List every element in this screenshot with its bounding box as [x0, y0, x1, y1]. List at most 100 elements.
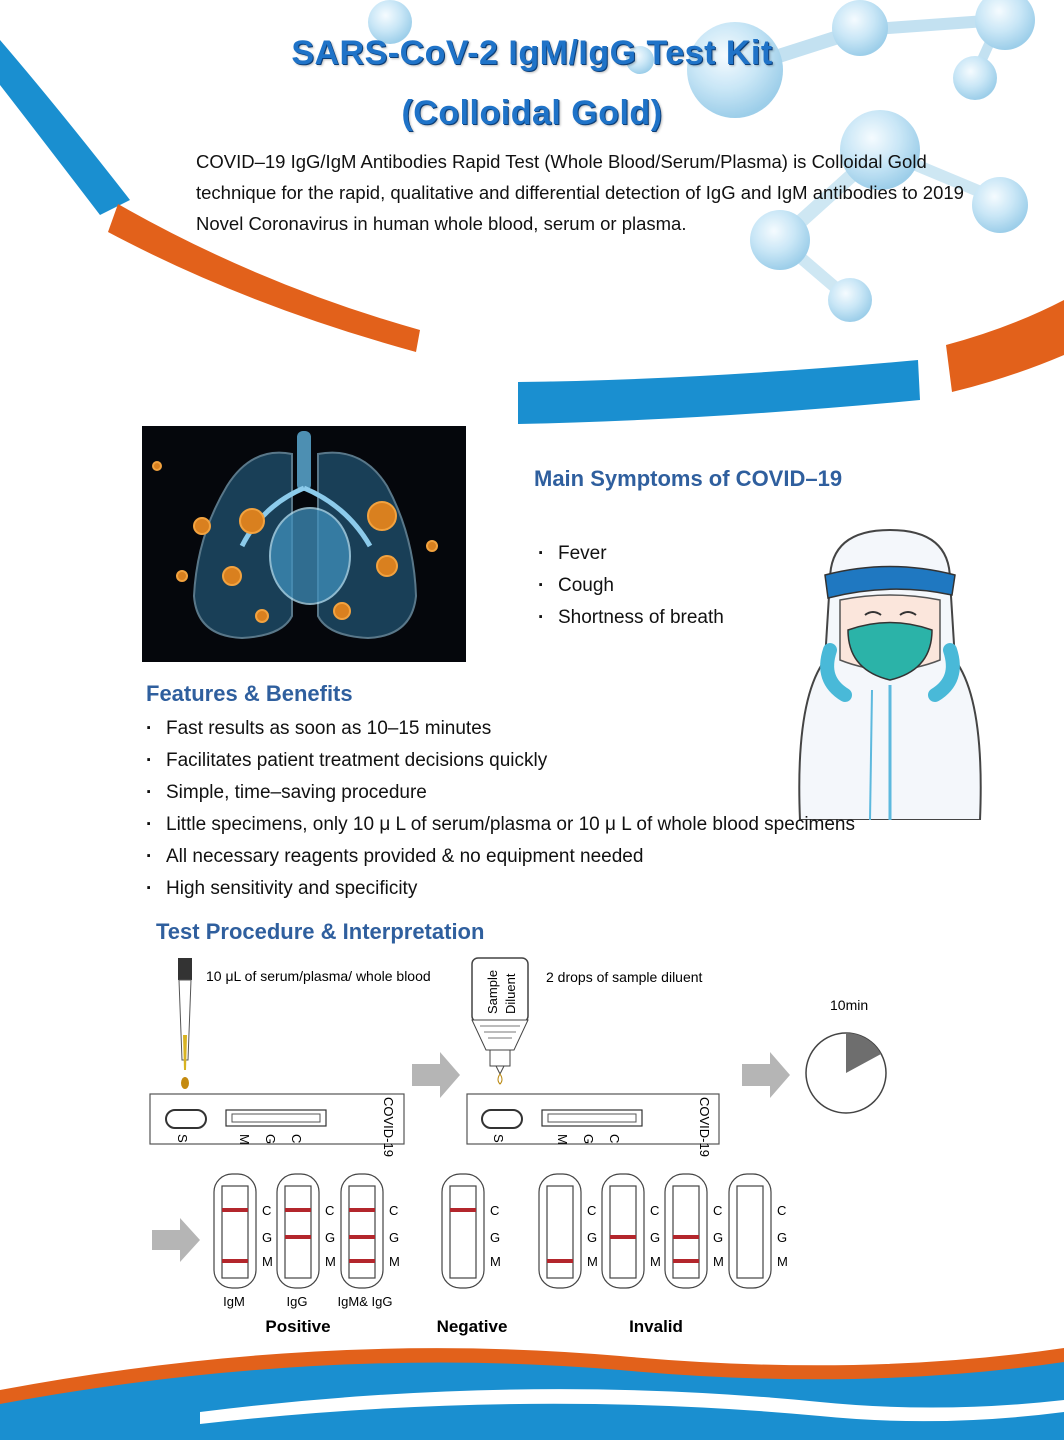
features-heading: Features & Benefits [146, 681, 353, 706]
line-letter: C [777, 1203, 786, 1218]
line-letter: G [325, 1230, 335, 1245]
result-strip: CGM [441, 1173, 501, 1289]
result-strip: CGM [538, 1173, 598, 1289]
procedure-heading: Test Procedure & Interpretation [156, 919, 485, 944]
line-letter: G [490, 1230, 500, 1245]
line-letter: G [777, 1230, 787, 1245]
list-item: ·Little specimens, only 10 μ L of serum/… [146, 814, 856, 835]
dropper-icon [178, 958, 192, 1089]
line-letter: G [713, 1230, 723, 1245]
line-letter: M [713, 1254, 724, 1269]
timer-label: 10min [830, 997, 868, 1013]
test-line [349, 1208, 375, 1212]
line-letter: C [325, 1203, 334, 1218]
step1-caption: 10 μL of serum/plasma/ whole blood [206, 968, 431, 984]
line-letter: M [777, 1254, 788, 1269]
test-line [547, 1259, 573, 1263]
line-letter: C [587, 1203, 596, 1218]
svg-text:M: M [237, 1134, 252, 1145]
svg-text:S: S [491, 1134, 506, 1143]
result-strip: CGM [601, 1173, 661, 1289]
ribbon-blue-left [0, 40, 130, 215]
ribbon-orange-right [946, 300, 1064, 392]
svg-text:G: G [581, 1134, 596, 1144]
list-item: ·Fast results as soon as 10–15 minutes [146, 718, 492, 739]
strip-label: IgG [287, 1294, 308, 1309]
ribbon-bottom-orange [0, 1348, 1064, 1404]
svg-text:S: S [175, 1134, 190, 1143]
doctor-illustration [798, 528, 982, 820]
line-letter: C [650, 1203, 659, 1218]
line-letter: G [262, 1230, 272, 1245]
page-subtitle: (Colloidal Gold) [401, 94, 663, 132]
list-item: ·Facilitates patient treatment decisions… [146, 750, 548, 771]
test-cassette: S M G C COVID-19 [149, 1093, 405, 1157]
svg-text:C: C [607, 1134, 622, 1143]
step2-caption: 2 drops of sample diluent [546, 969, 703, 985]
test-cassette: S M G C COVID-19 [466, 1093, 720, 1157]
list-item: ·All necessary reagents provided & no eq… [146, 846, 644, 867]
symptoms-heading: Main Symptoms of COVID–19 [534, 466, 843, 491]
bottle-label-sample: Sample [485, 970, 500, 1014]
category-positive: Positive [265, 1317, 330, 1336]
test-line [450, 1208, 476, 1212]
lung-virus-image [142, 426, 466, 662]
test-line [222, 1208, 248, 1212]
arrow-icon [152, 1218, 200, 1262]
line-letter: G [650, 1230, 660, 1245]
list-item: ·High sensitivity and specificity [146, 878, 418, 899]
result-strip: CGM IgM& IgG [338, 1173, 400, 1309]
test-line [285, 1235, 311, 1239]
test-line [285, 1208, 311, 1212]
svg-text:C: C [289, 1134, 304, 1143]
strip-label: IgM [223, 1294, 245, 1309]
svg-text:G: G [263, 1134, 278, 1144]
features-list: ·Fast results as soon as 10–15 minutes ·… [146, 713, 855, 905]
svg-text:M: M [555, 1134, 570, 1145]
intro-paragraph: COVID–19 IgG/IgM Antibodies Rapid Test (… [196, 151, 964, 234]
line-letter: M [490, 1254, 501, 1269]
result-strip: CGM [728, 1173, 788, 1289]
test-line [673, 1259, 699, 1263]
procedure-diagram: 10 μL of serum/plasma/ whole blood Sampl… [149, 957, 887, 1336]
line-letter: C [389, 1203, 398, 1218]
category-negative: Negative [437, 1317, 508, 1336]
line-letter: M [650, 1254, 661, 1269]
line-letter: C [262, 1203, 271, 1218]
line-letter: G [587, 1230, 597, 1245]
result-strip: CGM [664, 1173, 724, 1289]
cassette-brand: COVID-19 [697, 1097, 712, 1157]
arrow-icon [742, 1052, 790, 1098]
arrow-icon [412, 1052, 460, 1098]
category-invalid: Invalid [629, 1317, 683, 1336]
timer-icon [805, 1032, 887, 1114]
line-letter: M [587, 1254, 598, 1269]
line-letter: M [325, 1254, 336, 1269]
ribbon-bottom-white [200, 1389, 1064, 1424]
line-letter: C [713, 1203, 722, 1218]
test-line [673, 1235, 699, 1239]
page-title: SARS-CoV-2 IgM/IgG Test Kit [291, 34, 773, 72]
list-item: ·Fever [538, 543, 607, 564]
test-line [349, 1259, 375, 1263]
ribbon-blue-center [518, 360, 920, 424]
list-item: ·Simple, time–saving procedure [146, 782, 427, 803]
result-strip: CGM IgG [276, 1173, 336, 1309]
molecule-graphic [368, 0, 1035, 322]
cassette-brand: COVID-19 [381, 1097, 396, 1157]
line-letter: M [389, 1254, 400, 1269]
line-letter: C [490, 1203, 499, 1218]
ribbon-orange-left [108, 204, 420, 352]
line-letter: G [389, 1230, 399, 1245]
symptoms-list: ·Fever ·Cough ·Shortness of breath [538, 538, 724, 634]
list-item: ·Shortness of breath [538, 607, 724, 628]
test-line [222, 1259, 248, 1263]
test-line [349, 1235, 375, 1239]
diluent-bottle-icon [471, 957, 529, 1085]
test-line [610, 1235, 636, 1239]
bottle-label-diluent: Diluent [503, 973, 518, 1014]
strip-label: IgM& IgG [338, 1294, 393, 1309]
